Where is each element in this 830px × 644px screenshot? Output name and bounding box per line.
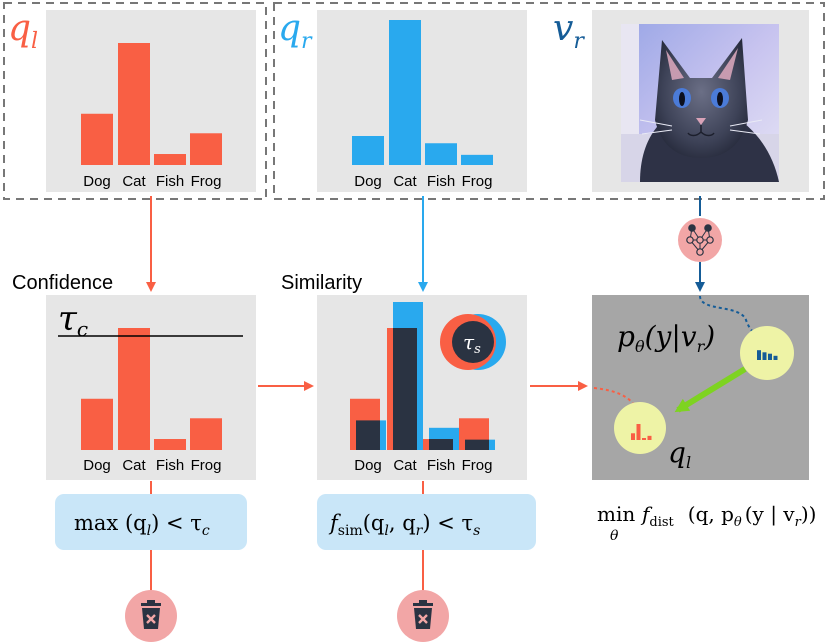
student-mini-bar [647,435,652,440]
qr-tick-label: Fish [427,173,455,190]
teacher-mini-bar [768,353,772,360]
qr-bar-fish [425,143,457,165]
confidence-tick-label: Cat [122,457,146,474]
confidence-bar-dog [81,398,113,450]
ql-dashed-frame [3,2,267,200]
qr-symbol: qr [278,8,313,54]
ql-bar-cat [118,43,150,165]
qr-panel [317,10,527,192]
confidence-bar-chart: Dog Cat Fish Frog [81,328,222,474]
similarity-bar-chart: Dog Cat Fish Frog [350,302,495,474]
similarity-bar-overlap-fish [429,439,453,450]
qr-bar-chart: Dog Cat Fish Frog [352,20,493,190]
trash-icon [397,590,449,642]
qr-tick-label: Dog [354,173,382,190]
confidence-threshold-label: τc [58,299,88,341]
confidence-bar-frog [190,418,222,450]
similarity-title: Similarity [281,272,362,294]
similarity-tick-label: Frog [462,457,493,474]
ql-panel [46,10,256,192]
confidence-tick-label: Fish [156,457,184,474]
ql-bar-dog [81,113,113,165]
svg-text:τs: τs [463,330,481,357]
teacher-mini-bar [757,350,761,360]
confidence-tick-label: Frog [191,457,222,474]
ql-bar-fish [154,154,186,165]
qr-bar-cat [389,20,421,165]
objective-expression: fdist(q, pθ(y | vr)) [640,502,816,530]
ql-symbol: ql [8,8,38,54]
similarity-tick-label: Cat [393,457,417,474]
confidence-tick-label: Dog [83,457,111,474]
confidence-rule-box [55,494,247,550]
ql-tick-label: Dog [83,173,111,190]
teacher-distribution-label: pθ(y|vr) [617,320,715,356]
similarity-rule-box [317,494,536,550]
teacher-mini-chart [757,350,778,360]
similarity-bar-overlap-frog [465,439,489,450]
confidence-bar-fish [154,439,186,450]
similarity-rule-text: fsim(ql, qr) < τs [328,511,480,539]
ql-tick-label: Fish [156,173,184,190]
objective-min-label: min [597,502,635,526]
qr-tick-label: Frog [462,173,493,190]
student-mini-bar [636,424,641,440]
confidence-bar-cat [118,328,150,450]
student-distribution-label: ql [668,436,691,472]
objective-min-sub: θ [610,528,619,544]
teacher-mini-bar [773,355,778,360]
ql-tick-label: Cat [122,173,146,190]
qr-bar-dog [352,136,384,165]
neural-network-icon [678,218,722,262]
vr-symbol: vr [553,8,585,54]
qr-vr-dashed-frame [273,2,825,200]
ql-tick-label: Frog [191,173,222,190]
distillation-arrow [674,366,747,413]
teacher-distribution-node [740,326,794,380]
student-mini-bar [642,438,646,440]
similarity-tick-label: Fish [427,457,455,474]
qr-bar-frog [461,154,493,165]
confidence-rule-text: max (ql) < τc [74,511,210,539]
ql-bar-frog [190,133,222,165]
teacher-mini-bar [762,352,767,360]
similarity-tick-label: Dog [354,457,382,474]
similarity-threshold-badge: τs [440,314,506,370]
trash-icon [125,590,177,642]
student-mini-bar [631,433,635,440]
qr-tick-label: Cat [393,173,417,190]
similarity-bar-overlap-dog [356,420,380,450]
student-mini-chart [631,424,652,440]
ql-bar-chart: Dog Cat Fish Frog [81,43,222,190]
confidence-title: Confidence [12,272,113,294]
cat-photo [621,24,779,182]
similarity-bar-overlap-cat [393,328,417,450]
